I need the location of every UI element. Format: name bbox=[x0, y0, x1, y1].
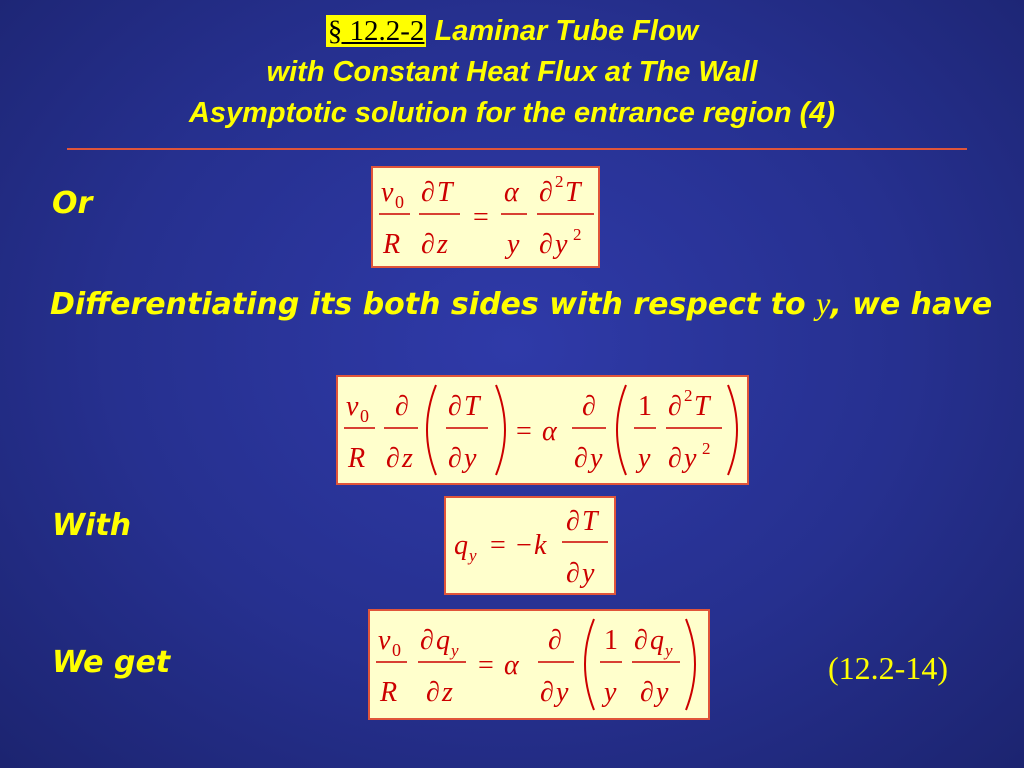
svg-text:y: y bbox=[504, 229, 520, 260]
svg-text:y: y bbox=[461, 443, 477, 474]
section-number: § 12.2-2 bbox=[325, 15, 427, 47]
svg-text:q: q bbox=[650, 625, 664, 656]
svg-text:∂: ∂ bbox=[640, 677, 654, 708]
svg-text:=: = bbox=[478, 650, 494, 681]
equation-1-math: v 0 R ∂ T ∂ z = α y ∂ 2 T ∂ y 2 bbox=[379, 172, 594, 260]
equation-3-math: q y = − k ∂ T ∂ y bbox=[454, 506, 608, 589]
label-we-get: We get bbox=[52, 645, 171, 680]
svg-text:R: R bbox=[379, 677, 397, 708]
svg-text:α: α bbox=[504, 177, 520, 208]
svg-text:v: v bbox=[381, 177, 394, 208]
svg-text:v: v bbox=[378, 625, 391, 656]
svg-text:2: 2 bbox=[702, 439, 711, 458]
svg-text:k: k bbox=[534, 530, 547, 561]
svg-text:z: z bbox=[401, 443, 413, 474]
svg-text:T: T bbox=[694, 391, 712, 422]
title-text: Laminar Tube Flow bbox=[434, 15, 699, 47]
equation-1: v 0 R ∂ T ∂ z = α y ∂ 2 T ∂ y 2 bbox=[371, 166, 600, 268]
svg-text:∂: ∂ bbox=[582, 391, 596, 422]
svg-text:∂: ∂ bbox=[448, 391, 462, 422]
equation-4-math: v 0 R ∂ q y ∂ z = α ∂ ∂ y 1 y ∂ q y ∂ y bbox=[376, 618, 696, 711]
svg-text:α: α bbox=[542, 416, 558, 447]
svg-text:2: 2 bbox=[573, 225, 582, 244]
svg-text:∂: ∂ bbox=[634, 625, 648, 656]
svg-text:∂: ∂ bbox=[574, 443, 588, 474]
title-line-2: with Constant Heat Flux at The Wall bbox=[266, 56, 758, 88]
equation-4: v 0 R ∂ q y ∂ z = α ∂ ∂ y 1 y ∂ q y ∂ y bbox=[368, 609, 710, 720]
svg-text:∂: ∂ bbox=[421, 177, 435, 208]
svg-text:α: α bbox=[504, 650, 520, 681]
svg-text:0: 0 bbox=[360, 406, 369, 426]
svg-text:∂: ∂ bbox=[395, 391, 409, 422]
svg-text:T: T bbox=[437, 177, 455, 208]
svg-text:∂: ∂ bbox=[421, 229, 435, 260]
svg-text:y: y bbox=[587, 443, 603, 474]
svg-text:v: v bbox=[346, 391, 359, 422]
svg-text:∂: ∂ bbox=[448, 443, 462, 474]
equation-number: (12.2-14) bbox=[828, 650, 948, 686]
svg-text:=: = bbox=[516, 416, 532, 447]
svg-text:y: y bbox=[681, 443, 697, 474]
svg-text:−: − bbox=[516, 530, 532, 561]
svg-text:=: = bbox=[490, 530, 506, 561]
equation-2-math: v 0 R ∂ ∂ z ∂ T ∂ y = α ∂ ∂ y 1 y ∂ 2 T … bbox=[344, 384, 738, 476]
svg-text:R: R bbox=[347, 443, 365, 474]
svg-text:∂: ∂ bbox=[566, 506, 580, 537]
svg-text:2: 2 bbox=[684, 386, 693, 405]
svg-text:y: y bbox=[553, 677, 569, 708]
svg-text:1: 1 bbox=[604, 625, 618, 656]
paragraph-text-2: , we have bbox=[830, 287, 993, 322]
equation-3: q y = − k ∂ T ∂ y bbox=[444, 496, 616, 595]
svg-text:0: 0 bbox=[392, 640, 401, 660]
svg-text:∂: ∂ bbox=[668, 443, 682, 474]
svg-text:∂: ∂ bbox=[539, 229, 553, 260]
paragraph-text-1: Differentiating its both sides with resp… bbox=[50, 287, 806, 322]
svg-text:∂: ∂ bbox=[539, 177, 553, 208]
label-with: With bbox=[52, 508, 132, 543]
svg-text:1: 1 bbox=[638, 391, 652, 422]
svg-text:T: T bbox=[582, 506, 600, 537]
svg-text:2: 2 bbox=[555, 172, 564, 191]
svg-text:q: q bbox=[454, 530, 468, 561]
svg-text:∂: ∂ bbox=[386, 443, 400, 474]
svg-text:T: T bbox=[464, 391, 482, 422]
svg-text:z: z bbox=[436, 229, 448, 260]
svg-text:R: R bbox=[382, 229, 400, 260]
svg-text:T: T bbox=[565, 177, 583, 208]
svg-text:y: y bbox=[579, 558, 595, 589]
title-line-3: Asymptotic solution for the entrance reg… bbox=[188, 97, 836, 129]
svg-text:z: z bbox=[441, 677, 453, 708]
svg-text:y: y bbox=[467, 546, 477, 565]
svg-text:=: = bbox=[473, 202, 489, 233]
svg-text:y: y bbox=[552, 229, 568, 260]
differentiating-paragraph: Differentiating its both sides with resp… bbox=[50, 279, 993, 329]
svg-text:y: y bbox=[663, 641, 673, 660]
svg-text:∂: ∂ bbox=[540, 677, 554, 708]
paragraph-variable-y: y bbox=[816, 285, 831, 321]
svg-text:∂: ∂ bbox=[426, 677, 440, 708]
svg-text:0: 0 bbox=[395, 192, 404, 212]
svg-text:∂: ∂ bbox=[566, 558, 580, 589]
equation-2: v 0 R ∂ ∂ z ∂ T ∂ y = α ∂ ∂ y 1 y ∂ 2 T … bbox=[336, 375, 749, 485]
svg-text:y: y bbox=[635, 443, 651, 474]
svg-text:∂: ∂ bbox=[668, 391, 682, 422]
svg-text:y: y bbox=[449, 641, 459, 660]
svg-text:y: y bbox=[601, 677, 617, 708]
svg-text:∂: ∂ bbox=[420, 625, 434, 656]
label-or: Or bbox=[52, 186, 93, 221]
svg-text:∂: ∂ bbox=[548, 625, 562, 656]
title-line-1: § 12.2-2 Laminar Tube Flow bbox=[0, 14, 1024, 48]
title-divider bbox=[67, 148, 967, 150]
svg-text:y: y bbox=[653, 677, 669, 708]
svg-text:q: q bbox=[436, 625, 450, 656]
